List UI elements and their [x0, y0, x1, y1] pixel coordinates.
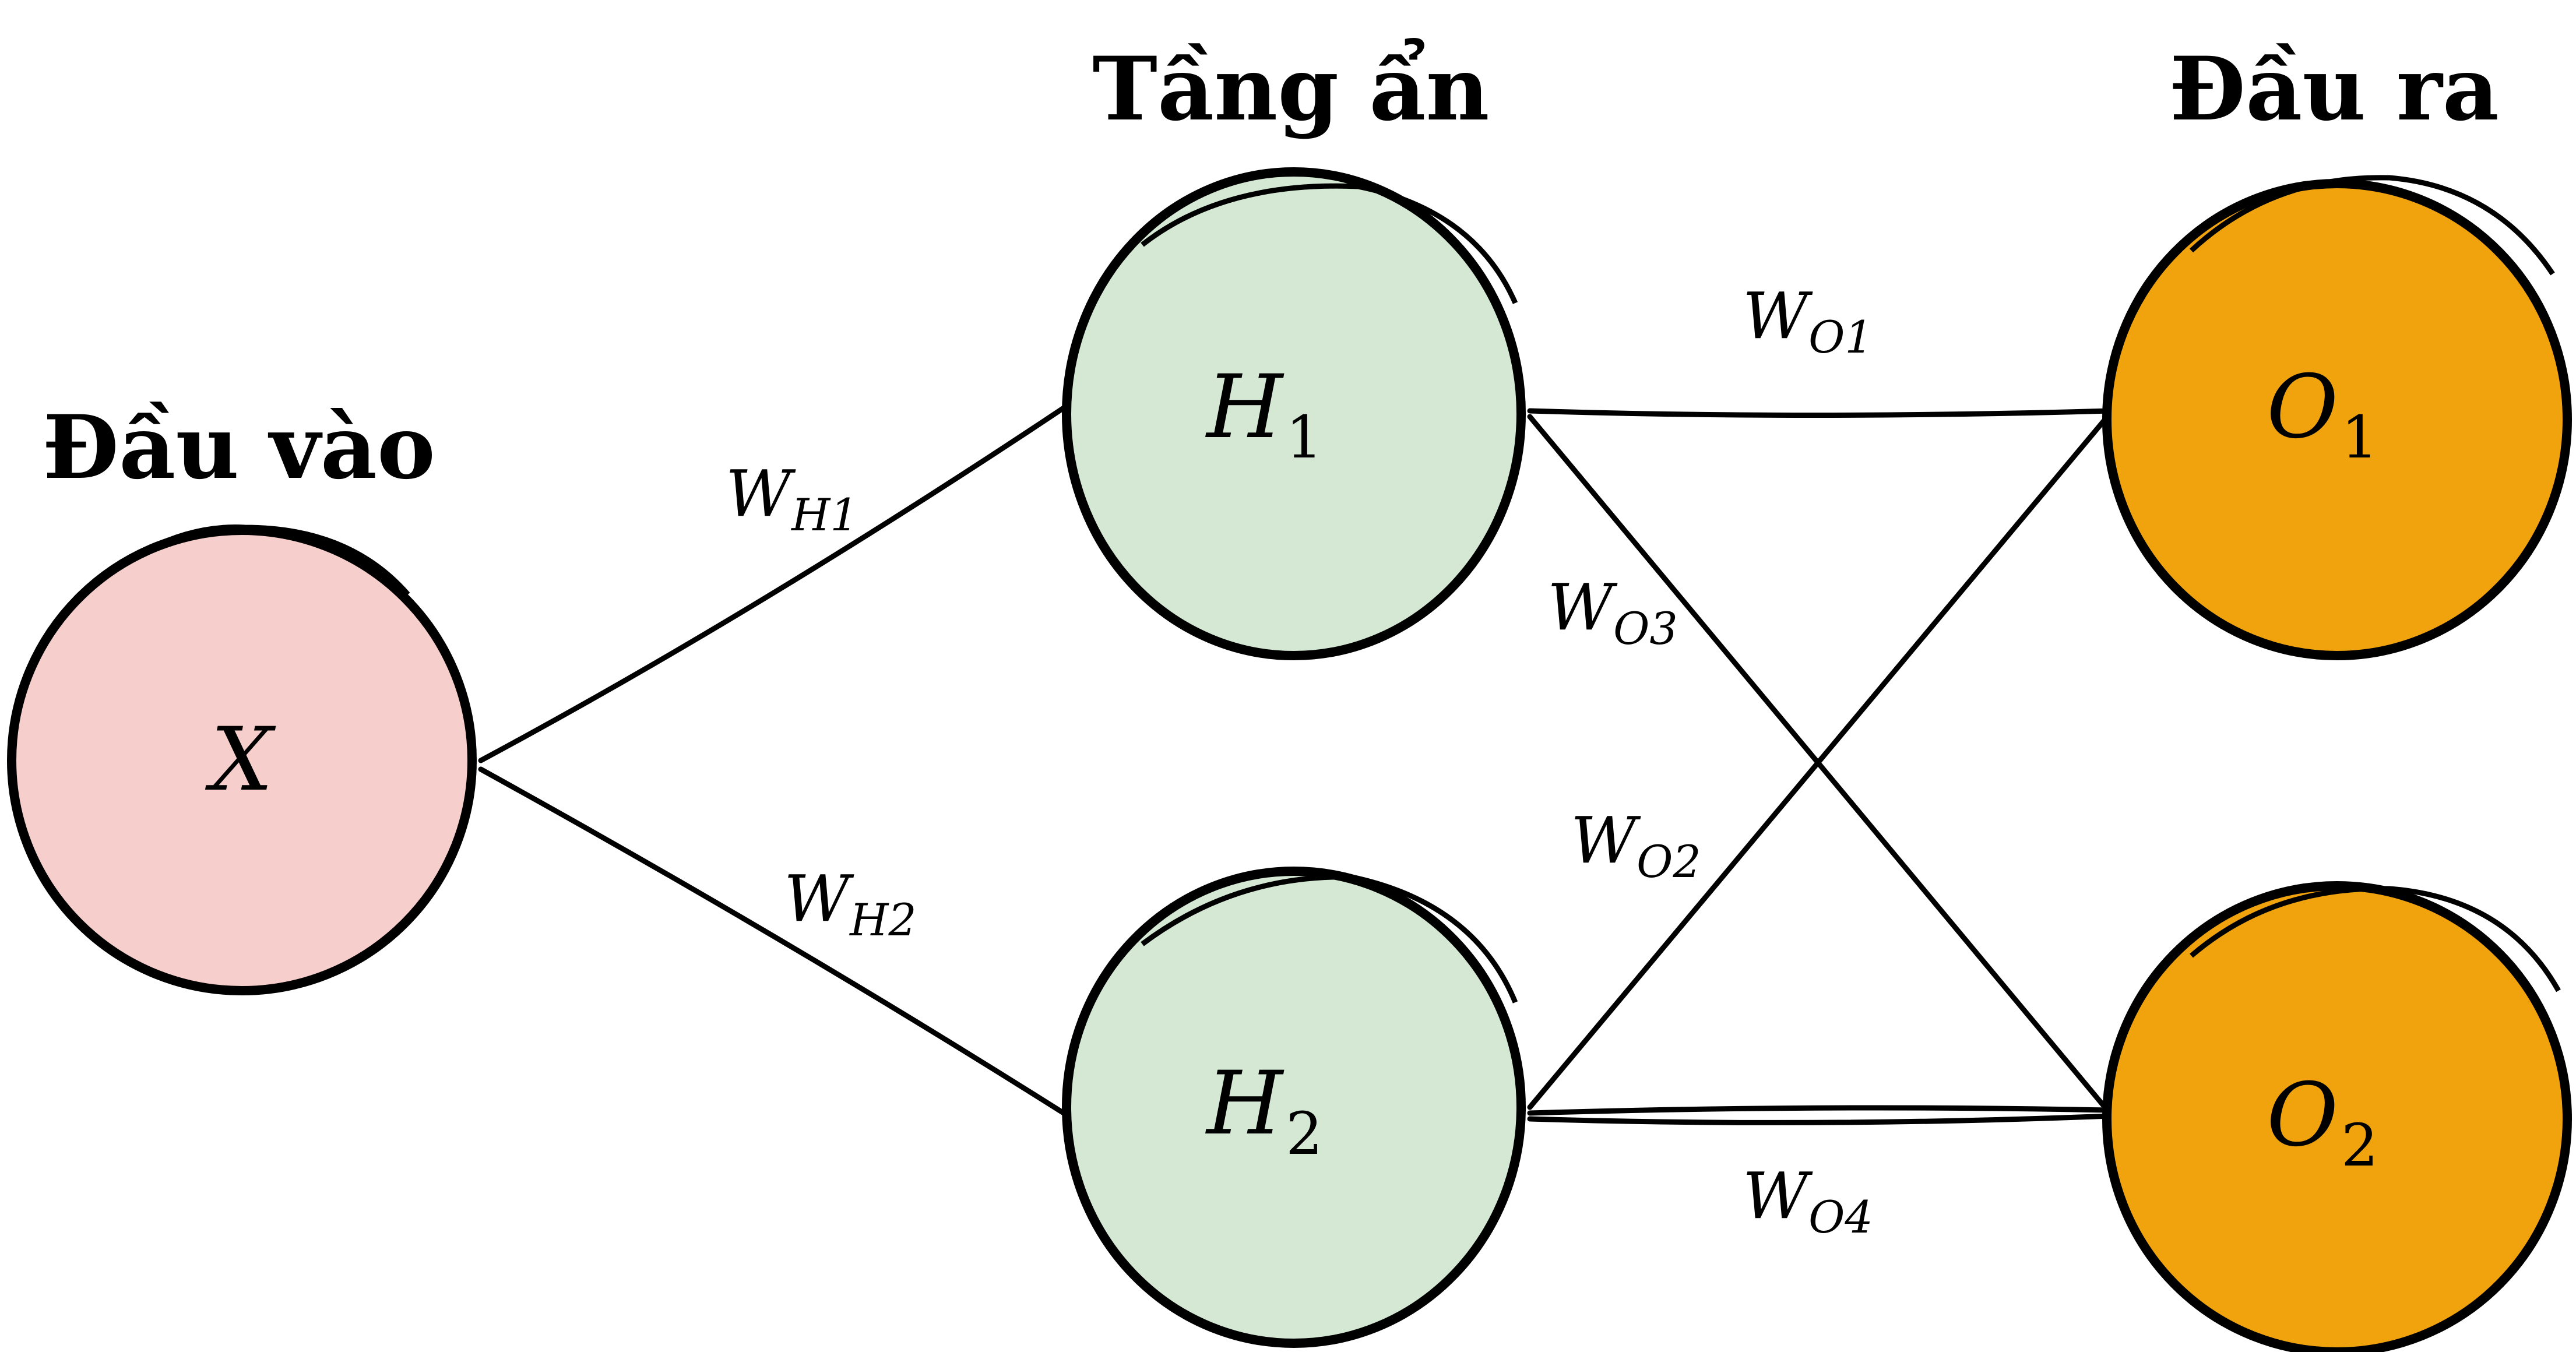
- node-h1-circle: [1062, 167, 1526, 660]
- node-h2-sketch: [1141, 874, 1518, 1004]
- node-x-label: X: [205, 709, 276, 811]
- edge-h2-o1: [1527, 411, 2113, 1110]
- node-o1-circle: [2102, 179, 2572, 660]
- edge-h2-o4: [1527, 1105, 2113, 1116]
- edge-h1-o2: [1527, 414, 2113, 1116]
- heading-hidden: Tầng ẩn: [1092, 38, 1489, 140]
- node-h1-sketch: [1141, 183, 1518, 304]
- weight-label-wh1: WH1: [726, 456, 858, 541]
- heading-output: Đầu ra: [2169, 38, 2499, 140]
- layer-headings: Đầu vào Tầng ẩn Đầu ra: [43, 38, 2499, 499]
- edge-x-h1: [478, 405, 1067, 763]
- node-o2: O2: [2102, 881, 2572, 1352]
- node-x-circle: [7, 526, 477, 995]
- node-x: X: [7, 524, 477, 995]
- weight-label-wo2: WO2: [1571, 803, 1701, 888]
- node-o1: O1: [2102, 175, 2572, 660]
- heading-input: Đầu vào: [43, 396, 435, 499]
- weight-labels: WH1 WH2 WO1 WO3 WO2 WO4: [726, 279, 1873, 1243]
- node-o2-sketch: [2190, 886, 2561, 992]
- node-x-sketch: [138, 524, 410, 596]
- node-h2: H2: [1062, 867, 1526, 1348]
- edge-h1-o1: [1527, 408, 2113, 418]
- weight-label-wo3: WO3: [1547, 570, 1678, 654]
- edge-x-h2: [478, 766, 1067, 1116]
- weight-label-wh2: WH2: [784, 861, 917, 946]
- node-h2-circle: [1062, 867, 1526, 1348]
- weight-label-wo4: WO4: [1743, 1159, 1873, 1243]
- node-o2-label: O2: [2267, 1065, 2378, 1180]
- node-h1-label: H1: [1205, 357, 1322, 471]
- node-h2-label: H2: [1205, 1053, 1322, 1168]
- node-o2-circle: [2102, 881, 2572, 1352]
- node-h1: H1: [1062, 167, 1526, 660]
- node-o1-label: O1: [2267, 357, 2378, 471]
- weight-label-wo1: WO1: [1743, 279, 1873, 363]
- node-o1-sketch: [2189, 175, 2555, 276]
- edge-h2-o4-sketch: [1527, 1113, 2113, 1125]
- edges: [478, 405, 2113, 1125]
